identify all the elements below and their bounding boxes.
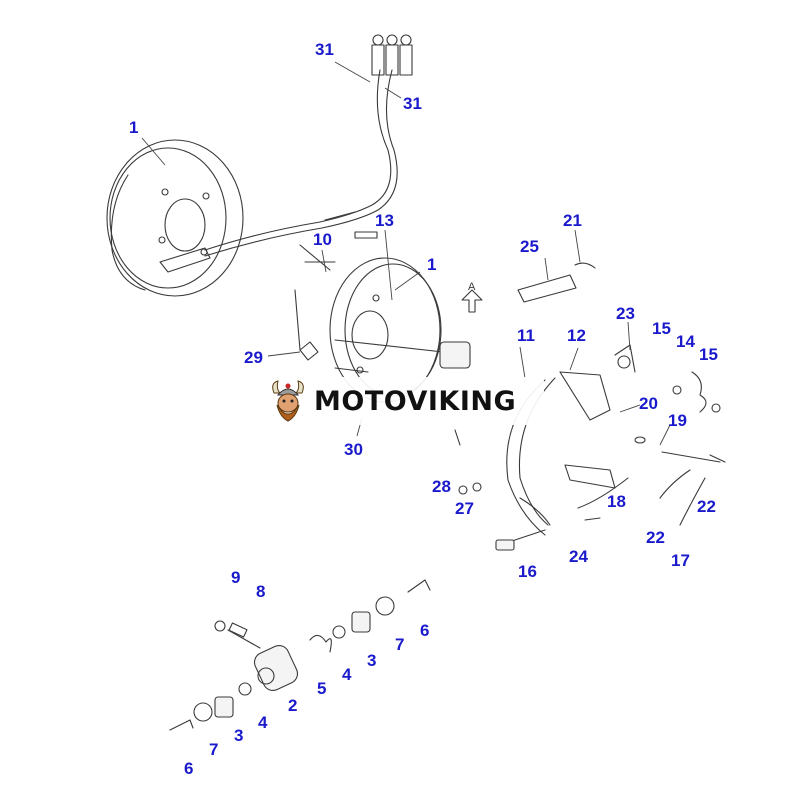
callout-4: 4 xyxy=(342,665,352,684)
wheel-cylinder-assembly xyxy=(169,579,431,731)
callout-17: 17 xyxy=(671,551,690,570)
callout-3: 3 xyxy=(234,726,243,745)
callout-13: 13 xyxy=(375,211,394,230)
callout-18: 18 xyxy=(607,492,626,511)
callout-14: 14 xyxy=(676,332,695,351)
callout-25: 25 xyxy=(520,237,539,256)
callout-5: 5 xyxy=(317,679,326,698)
callout-20: 20 xyxy=(639,394,658,413)
callout-9: 9 xyxy=(231,568,240,587)
callout-21: 21 xyxy=(563,211,582,230)
brand-watermark: MOTOVIKING xyxy=(262,377,544,425)
callout-3: 3 xyxy=(367,651,376,670)
callout-7: 7 xyxy=(209,740,218,759)
callout-30: 30 xyxy=(344,440,363,459)
viking-mascot-icon xyxy=(272,380,304,422)
callout-29: 29 xyxy=(244,348,263,367)
callout-31: 31 xyxy=(403,94,422,113)
view-marker-a: A xyxy=(468,281,476,293)
callout-10: 10 xyxy=(313,230,332,249)
callout-1: 1 xyxy=(427,255,436,274)
callout-12: 12 xyxy=(567,326,586,345)
callout-6: 6 xyxy=(184,759,193,778)
callout-31: 31 xyxy=(315,40,334,59)
callout-27: 27 xyxy=(455,499,474,518)
callout-4: 4 xyxy=(258,713,268,732)
callout-15: 15 xyxy=(699,345,718,364)
brand-name: MOTOVIKING xyxy=(314,385,517,417)
callout-8: 8 xyxy=(256,582,265,601)
callout-7: 7 xyxy=(395,635,404,654)
parking-brake-cable xyxy=(204,34,413,257)
callout-24: 24 xyxy=(569,547,588,566)
backing-plate-center xyxy=(294,231,483,403)
callout-16: 16 xyxy=(518,562,537,581)
callout-22: 22 xyxy=(697,497,716,516)
callout-23: 23 xyxy=(616,304,635,323)
callout-1: 1 xyxy=(129,118,138,137)
callout-11: 11 xyxy=(517,326,535,345)
callout-15: 15 xyxy=(652,319,671,338)
callout-6: 6 xyxy=(420,621,429,640)
backing-plate-left xyxy=(106,139,244,297)
brake-shoe-assembly xyxy=(454,262,726,551)
leader-lines xyxy=(141,61,671,446)
callout-22: 22 xyxy=(646,528,665,547)
callout-19: 19 xyxy=(668,411,687,430)
callout-labels: 1 31 31 13 10 1 21 25 23 11 12 15 14 15 … xyxy=(129,40,718,778)
callout-2: 2 xyxy=(288,696,297,715)
callout-28: 28 xyxy=(432,477,451,496)
